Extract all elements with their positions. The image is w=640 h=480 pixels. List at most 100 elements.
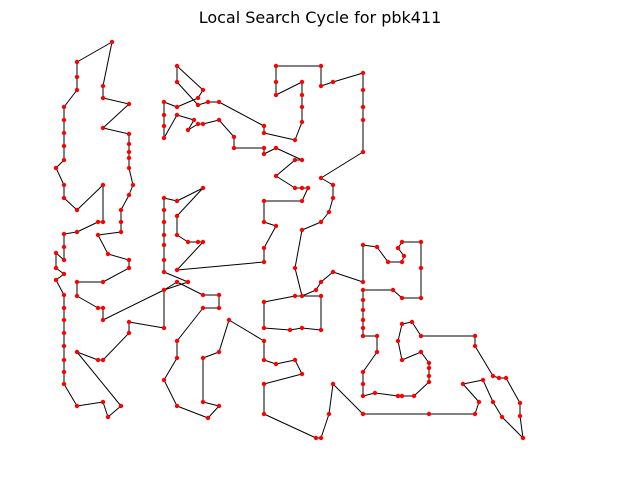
- tour-node: [174, 355, 180, 361]
- tour-node: [126, 257, 132, 263]
- tour-node: [174, 232, 180, 238]
- tour-node: [399, 357, 405, 363]
- tour-node: [360, 70, 366, 76]
- tour-edge: [76, 184, 104, 211]
- tour-node: [195, 121, 201, 127]
- tour-node: [305, 185, 311, 191]
- tour-edge: [163, 197, 178, 202]
- tour-node: [374, 333, 380, 339]
- tour-node: [395, 393, 401, 399]
- tour-edge: [332, 72, 364, 83]
- tour-node: [195, 102, 201, 108]
- tour-edge: [55, 279, 65, 296]
- tour-edge: [301, 327, 322, 331]
- tour-node: [161, 377, 167, 383]
- tour-node: [200, 355, 206, 361]
- tour-node: [330, 79, 336, 85]
- tour-node: [418, 349, 424, 355]
- tour-node: [292, 293, 298, 299]
- tour-node: [287, 327, 293, 333]
- tour-edge: [107, 253, 130, 261]
- tour-node: [273, 79, 279, 85]
- tour-node: [200, 239, 206, 245]
- tour-edge: [97, 231, 122, 236]
- tour-node: [426, 379, 432, 385]
- tour-node: [118, 207, 124, 213]
- tour-edge: [176, 307, 204, 342]
- tour-node: [100, 83, 106, 89]
- tour-node: [174, 213, 180, 219]
- tour-edge: [301, 187, 309, 202]
- tour-node: [174, 338, 180, 344]
- tour-edge: [328, 197, 334, 213]
- tour-node: [126, 265, 132, 271]
- tour-edge: [320, 413, 330, 439]
- tour-edge: [362, 244, 378, 248]
- tour-node: [161, 269, 167, 275]
- tour-node: [360, 369, 366, 375]
- tour-node: [273, 223, 279, 229]
- tour-node: [499, 414, 505, 420]
- tour-node: [231, 134, 237, 140]
- tour-node: [426, 360, 432, 366]
- tour-node: [385, 259, 391, 265]
- tour-node: [261, 357, 267, 363]
- tour-node: [130, 182, 136, 188]
- tour-node: [126, 131, 132, 137]
- tour-node: [261, 245, 267, 251]
- tour-node: [61, 117, 67, 123]
- tour-node: [205, 415, 211, 421]
- tour-node: [390, 287, 396, 293]
- tour-node: [174, 63, 180, 69]
- tour-edge: [275, 159, 296, 177]
- tour-node: [426, 373, 432, 379]
- tour-node: [261, 145, 267, 151]
- tour-node: [174, 112, 180, 118]
- tour-edge: [362, 351, 378, 373]
- tour-edge: [218, 119, 235, 138]
- tour-node: [161, 257, 167, 263]
- tour-node: [74, 293, 80, 299]
- tour-node: [520, 435, 526, 441]
- tour-edge: [76, 351, 122, 407]
- tour-edge: [63, 383, 78, 407]
- tour-node: [313, 435, 319, 441]
- tour-node: [360, 87, 366, 93]
- tour-node: [261, 381, 267, 387]
- tour-edge: [102, 127, 130, 135]
- tour-node: [261, 411, 267, 417]
- tour-node: [161, 242, 167, 248]
- tour-node: [360, 287, 366, 293]
- tour-node: [299, 157, 305, 163]
- tour-node: [503, 375, 509, 381]
- tour-edge: [176, 187, 204, 217]
- tour-node: [100, 305, 106, 311]
- tour-edge: [163, 281, 178, 291]
- tour-node: [126, 192, 132, 198]
- tour-node: [118, 219, 124, 225]
- tour-node: [174, 198, 180, 204]
- tour-edge: [263, 147, 277, 155]
- tour-edge: [97, 234, 109, 255]
- tour-edge: [374, 392, 399, 397]
- tour-node: [118, 403, 124, 409]
- tour-node: [100, 182, 106, 188]
- tour-node: [61, 244, 67, 250]
- tour-node: [292, 357, 298, 363]
- tour-node: [61, 182, 67, 188]
- tour-node: [330, 182, 336, 188]
- tour-node: [299, 104, 305, 110]
- tour-node: [216, 349, 222, 355]
- tour-node: [61, 381, 67, 387]
- tour-node: [395, 338, 401, 344]
- tour-node: [360, 117, 366, 123]
- tour-node: [100, 357, 106, 363]
- tour-node: [326, 411, 332, 417]
- tour-node: [61, 130, 67, 136]
- tour-node: [399, 239, 405, 245]
- tour-node: [426, 411, 432, 417]
- tour-node: [74, 74, 80, 80]
- tour-node: [418, 265, 424, 271]
